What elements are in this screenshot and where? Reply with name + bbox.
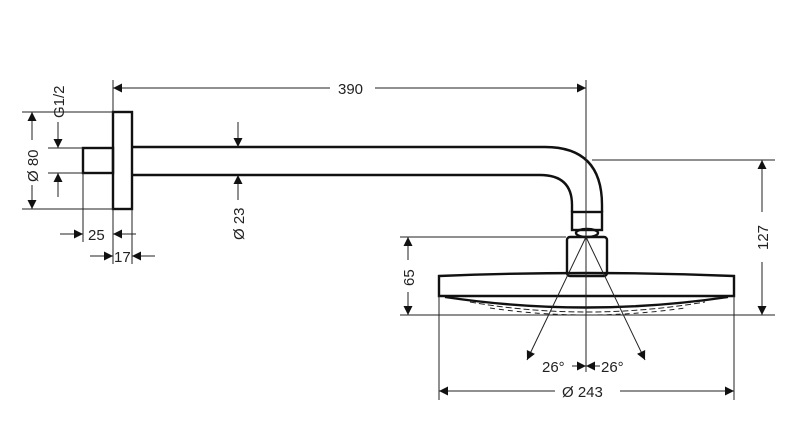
shower-arm [81,110,609,278]
spray-angle-right [585,236,646,361]
arm-inner [132,173,574,212]
nipple [81,146,115,175]
dim-nipple-length: 25 [88,227,105,244]
dim-arm-length: 390 [338,81,363,98]
dim-flange-depth: 17 [114,249,131,266]
wall-flange [111,110,134,211]
arm-outer [132,145,604,212]
head-neck [565,235,609,278]
dim-total-drop: 127 [755,225,772,250]
dim-head-diameter: Ø 243 [562,384,603,401]
connector-collar [570,210,604,232]
spray-angle-left [526,236,587,361]
angle-left-label: 26° [542,359,565,376]
dim-flange-diameter: Ø 80 [25,149,42,182]
angle-right-label: 26° [601,359,624,376]
dim-head-height: 65 [401,269,418,286]
dim-arm-diameter: Ø 23 [231,207,248,240]
dim-thread: G1/2 [51,85,68,118]
